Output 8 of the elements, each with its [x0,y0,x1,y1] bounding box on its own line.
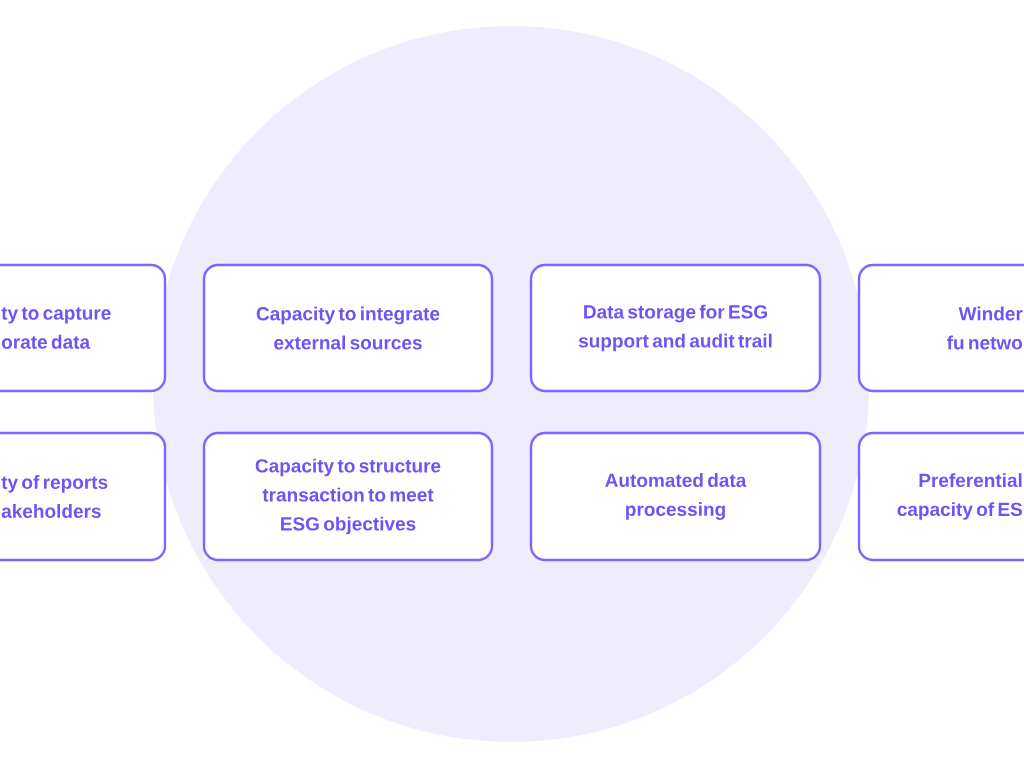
text-box: Capacity to structure transaction to meet ESG objectives [202,431,494,562]
text-box: ty of reports akeholders [0,431,167,562]
text-box: Data storage for ESG support and audit trail [529,263,822,393]
text-box: Winder fu netwo [857,263,1024,393]
text-box: Capacity to integrate external sources [202,263,494,393]
text-box: Preferential capacity of ES [857,431,1024,562]
text-box: Automated data processing [529,431,822,562]
text-box: ty to capture orate data [0,263,167,393]
